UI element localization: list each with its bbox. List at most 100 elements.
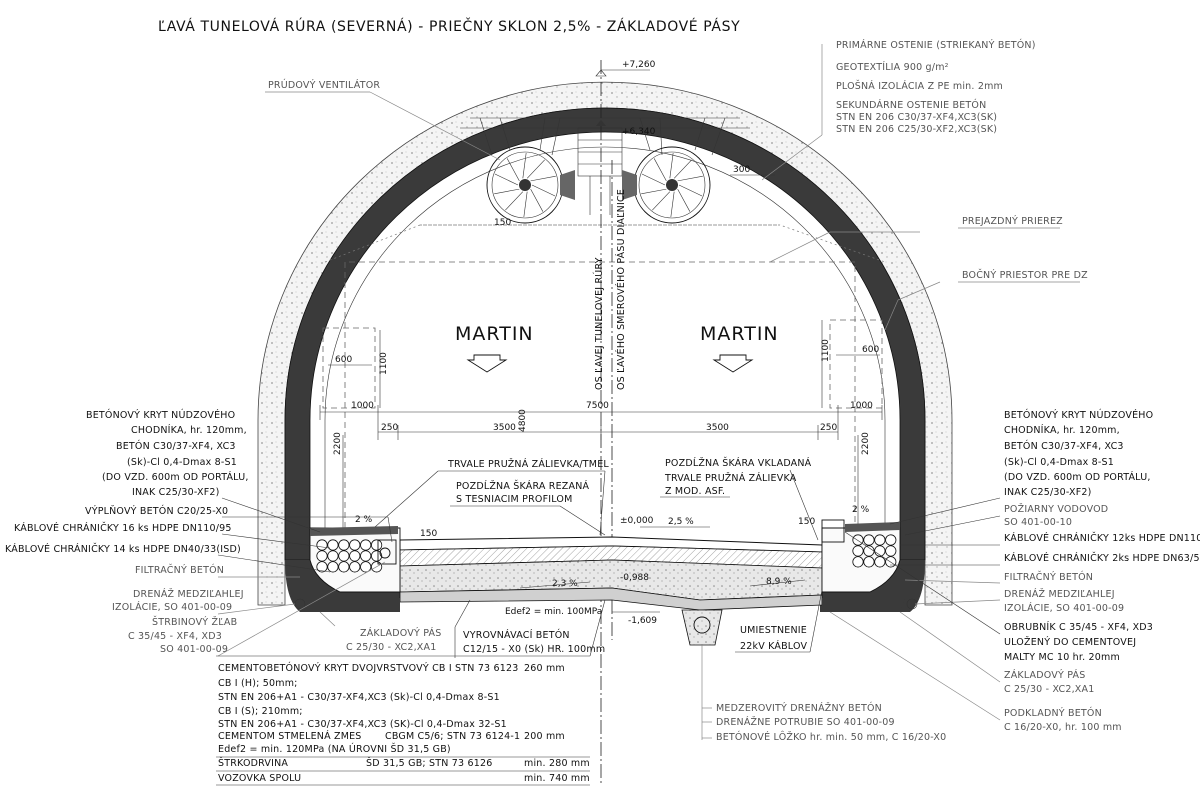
label-geotextile: GEOTEXTÍLIA 900 g/m²	[836, 61, 949, 73]
fan-bearing-left	[560, 170, 575, 200]
label-secondary-spec-2: STN EN 206 C25/30-XF2,XC3(SK)	[836, 124, 997, 135]
left-grey-label-block: FILTRAČNÝ BETÓN DRENÁŽ MEDZIĽAHLEJ IZOLÁ…	[112, 564, 244, 655]
dim-shoulder-left: 250	[381, 423, 398, 433]
svg-text:ŠTRBINOVÝ ŽĽAB: ŠTRBINOVÝ ŽĽAB	[152, 616, 237, 628]
label-joint-cut-2: S TESNIACIM PROFILOM	[456, 494, 572, 505]
cable-duct	[370, 550, 383, 562]
label-filter-right: FILTRAČNÝ BETÓN	[1004, 571, 1093, 583]
fan-right	[633, 146, 711, 224]
cable-duct	[852, 545, 864, 557]
svg-text:ŠD 31,5 GB; STN 73 6126: ŠD 31,5 GB; STN 73 6126	[366, 757, 492, 769]
cable-duct	[885, 545, 897, 557]
cable-duct	[316, 561, 328, 573]
label-joint-laid-2: TRVALE PRUŽNÁ ZÁLIEVKA	[664, 472, 797, 484]
svg-text:FILTRAČNÝ BETÓN: FILTRAČNÝ BETÓN	[135, 564, 224, 576]
label-curb-3: MALTY MC 10 hr. 20mm	[1004, 652, 1120, 663]
label-cable-ducts-left-2: KÁBLOVÉ CHRÁNIČKY 14 ks HDPE DN40/33(ISD…	[5, 543, 241, 555]
cable-duct	[327, 561, 339, 573]
left-side-box	[322, 327, 376, 409]
dim-curb-right: 150	[798, 517, 815, 527]
left-cable-ducts	[316, 539, 383, 573]
svg-text:BETÓN C30/37-XF4, XC3: BETÓN C30/37-XF4, XC3	[1004, 440, 1124, 452]
label-drain-pipe: DRENÁŽNE POTRUBIE SO 401-00-09	[716, 716, 895, 728]
svg-text:(DO VZD. 600m OD PORTÁLU,: (DO VZD. 600m OD PORTÁLU,	[1004, 471, 1151, 483]
label-right-base: ZÁKLADOVÝ PÁS	[1004, 669, 1085, 681]
cable-duct	[852, 534, 864, 546]
cable-duct	[360, 550, 372, 562]
svg-text:CBGM C5/6; STN 73 6124-1: CBGM C5/6; STN 73 6124-1	[385, 731, 520, 742]
clearance-profile	[344, 261, 856, 528]
elevation-base: -0,988	[620, 573, 649, 583]
fan-left	[486, 146, 564, 224]
svg-text:IZOLÁCIE, SO 401-00-09: IZOLÁCIE, SO 401-00-09	[112, 601, 232, 613]
dim-fan-gap: 150	[494, 218, 511, 228]
drain-leaders	[701, 645, 712, 740]
cable-duct	[874, 534, 886, 546]
right-grey-leaders	[904, 579, 1001, 605]
label-fire-water-ref: SO 401-00-10	[1004, 517, 1072, 528]
svg-text:CEMENTOBETÓNOVÝ KRYT DVOJVRSTV: CEMENTOBETÓNOVÝ KRYT DVOJVRSTVOVÝ CB I S…	[218, 662, 519, 674]
dim-box-width-left: 600	[335, 355, 352, 365]
svg-text:(Sk)-Cl 0,4-Dmax 8-S1: (Sk)-Cl 0,4-Dmax 8-S1	[1004, 457, 1114, 468]
cable-duct	[370, 539, 383, 551]
svg-text:VOZOVKA SPOLU: VOZOVKA SPOLU	[218, 773, 301, 784]
direction-label-left: MARTIN	[455, 323, 534, 345]
upper-clearance	[324, 224, 886, 263]
label-curb-2: ULOŽENÝ DO CEMENTOVEJ	[1004, 636, 1136, 648]
dim-lane-right: 3500	[706, 423, 729, 433]
central-drain-trench	[681, 609, 723, 646]
label-drain-concrete: MEDZEROVITÝ DRENÁŽNY BETÓN	[716, 702, 882, 714]
label-joint-laid-1: POZDĹŽNA ŠKÁRA VKLADANÁ	[665, 457, 812, 469]
cable-duct	[885, 534, 897, 546]
label-fan: PRÚDOVÝ VENTILÁTOR	[268, 79, 380, 91]
label-curb-1: OBRUBNÍK C 35/45 - XF4, XD3	[1004, 621, 1153, 633]
arrow-down-left-icon	[466, 354, 508, 373]
cable-duct	[338, 539, 350, 551]
label-fire-water: POŽIARNY VODOVOD	[1004, 503, 1108, 515]
dim-lining: 300	[733, 165, 750, 175]
svg-text:STN EN 206+A1 - C30/37-XF4,XC3: STN EN 206+A1 - C30/37-XF4,XC3 (Sk)-Cl 0…	[218, 692, 500, 703]
label-fill-concrete: VÝPLŇOVÝ BETÓN C20/25-X0	[85, 505, 228, 517]
lane-axis-label: OS ĽAVÉHO SMEROVÉHO PÁSU DIAĽNICE	[615, 189, 627, 390]
svg-text:260 mm: 260 mm	[524, 663, 565, 674]
cable-duct	[349, 539, 361, 551]
label-right-base-spec: C 25/30 - XC2,XA1	[1004, 684, 1094, 695]
dim-box-width-right: 600	[862, 345, 879, 355]
dim-side-height-left: 2200	[333, 432, 343, 455]
cable-duct	[349, 550, 361, 562]
top-right-leaders	[761, 44, 941, 331]
svg-text:200 mm: 200 mm	[524, 731, 565, 742]
elevation-drain: -1,609	[628, 616, 657, 626]
svg-text:ŠTRKODRVINA: ŠTRKODRVINA	[218, 757, 288, 769]
central-drain-pipe	[693, 616, 711, 634]
slope-walkway-right: 2 %	[852, 505, 870, 515]
label-traffic-space: BOČNÝ PRIESTOR PRE DZ	[962, 269, 1088, 281]
left-walkway-label-block: BETÓNOVÝ KRYT NÚDZOVÉHO CHODNÍKA, hr. 12…	[86, 409, 248, 498]
label-drain-right-ref: IZOLÁCIE, SO 401-00-09	[1004, 602, 1124, 614]
svg-text:DRENÁŽ MEDZIĽAHLEJ: DRENÁŽ MEDZIĽAHLEJ	[133, 588, 244, 600]
slope-walkway-left: 2 %	[355, 515, 373, 525]
svg-text:C 35/45 - XF4, XD3: C 35/45 - XF4, XD3	[128, 631, 222, 642]
left-grey-leaders	[217, 561, 386, 657]
svg-text:INAK C25/30-XF2): INAK C25/30-XF2)	[132, 487, 220, 498]
label-drain-bed: BETÓNOVÉ LÔŽKO hr. min. 50 mm, C 16/20-X…	[716, 731, 946, 743]
label-joint-seal: TRVALE PRUŽNÁ ZÁLIEVKA/TMEL	[447, 458, 609, 470]
right-cable-ducts	[852, 534, 897, 568]
label-clearance: PREJAZDNÝ PRIEREZ	[962, 215, 1063, 227]
label-cable-ducts-right-2: KÁBLOVÉ CHRÁNIČKY 2ks HDPE DN63/51	[1004, 552, 1200, 564]
label-secondary-spec-1: STN EN 206 C30/37-XF4,XC3(SK)	[836, 112, 997, 123]
cable-duct	[338, 561, 350, 573]
label-leveling-spec: C12/15 - X0 (Sk) HR. 100mm	[463, 644, 605, 655]
tube-axis-label: OS ĽAVEJ TUNELOVEJ RÚRY	[593, 257, 605, 390]
fan-bearing-right	[622, 170, 637, 200]
cable-duct	[874, 545, 886, 557]
edef-label: Edef2 = min. 100MPa	[505, 607, 602, 617]
clearance-outline	[324, 146, 886, 560]
center-ladder	[577, 127, 623, 215]
cable-duct	[874, 556, 886, 568]
svg-text:BETÓNOVÝ KRYT NÚDZOVÉHO: BETÓNOVÝ KRYT NÚDZOVÉHO	[1004, 409, 1153, 421]
svg-text:CHODNÍKA, hr. 120mm,: CHODNÍKA, hr. 120mm,	[1004, 424, 1120, 436]
label-cable-location-2: 22kV KÁBLOV	[740, 640, 807, 652]
label-cable-location-1: UMIESTNENIE	[740, 625, 807, 636]
